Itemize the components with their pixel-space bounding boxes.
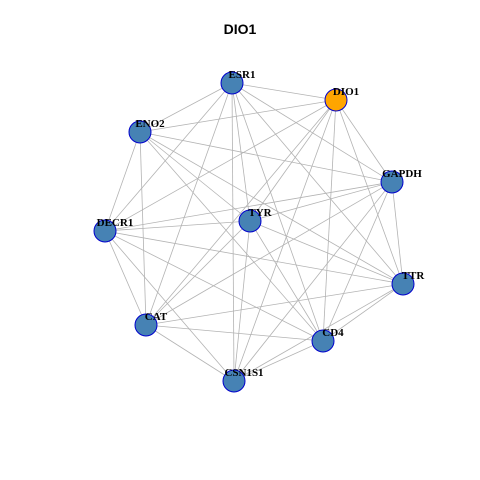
edge-tyr-cd4 <box>249 220 324 342</box>
edge-decr1-tyr <box>104 220 251 232</box>
edge-dio1-gapdh <box>335 99 393 183</box>
node-layer <box>93 71 415 393</box>
node-label-eno2: ENO2 <box>135 118 165 130</box>
node-label-csn1s1: CSN1S1 <box>224 367 263 379</box>
node-label-tyr: TYR <box>248 207 272 219</box>
node-dio1 <box>324 88 348 112</box>
edge-decr1-cd4 <box>104 230 324 342</box>
node-label-decr1: DECR1 <box>97 217 134 229</box>
edge-gapdh-decr1 <box>104 181 393 232</box>
edge-decr1-csn1s1 <box>104 230 235 382</box>
edge-esr1-cat <box>145 82 233 326</box>
edge-decr1-ttr <box>104 230 404 285</box>
node-label-dio1: DIO1 <box>333 86 359 98</box>
edge-cat-csn1s1 <box>145 324 235 382</box>
edge-layer <box>104 82 404 382</box>
edge-gapdh-cd4 <box>322 181 393 342</box>
edge-eno2-cd4 <box>139 131 324 342</box>
node-cat <box>134 313 158 337</box>
node-esr1 <box>220 71 244 95</box>
edge-tyr-ttr <box>249 220 404 285</box>
edge-eno2-decr1 <box>104 131 141 232</box>
edge-dio1-cd4 <box>322 99 337 342</box>
edge-tyr-csn1s1 <box>233 220 251 382</box>
node-tyr <box>238 209 262 233</box>
edge-gapdh-csn1s1 <box>233 181 393 382</box>
edge-esr1-csn1s1 <box>231 82 235 382</box>
node-gapdh <box>380 170 404 194</box>
edge-dio1-eno2 <box>139 99 337 133</box>
edge-dio1-ttr <box>335 99 404 285</box>
edge-cat-ttr <box>145 283 404 326</box>
edge-esr1-decr1 <box>104 82 233 232</box>
node-label-cd4: CD4 <box>322 327 344 339</box>
edge-esr1-ttr <box>231 82 404 285</box>
edge-eno2-gapdh <box>139 131 393 183</box>
edge-dio1-tyr <box>249 99 337 222</box>
node-label-ttr: TTR <box>402 270 426 282</box>
node-label-esr1: ESR1 <box>229 69 256 81</box>
edge-esr1-gapdh <box>231 82 393 183</box>
edge-cat-cd4 <box>145 324 324 342</box>
edge-dio1-decr1 <box>104 99 337 232</box>
graph-title: DIO1 <box>223 21 257 37</box>
edge-decr1-cat <box>104 230 147 326</box>
edge-eno2-ttr <box>139 131 404 285</box>
edge-tyr-cat <box>145 220 251 326</box>
node-ttr <box>391 272 415 296</box>
edge-eno2-tyr <box>139 131 251 222</box>
edge-gapdh-tyr <box>249 181 393 222</box>
edge-csn1s1-cd4 <box>233 340 324 382</box>
edge-dio1-cat <box>145 99 337 326</box>
node-decr1 <box>93 219 117 243</box>
node-label-cat: CAT <box>145 311 168 323</box>
edge-cd4-ttr <box>322 283 404 342</box>
edge-gapdh-cat <box>145 181 393 326</box>
edge-gapdh-ttr <box>391 181 404 285</box>
node-eno2 <box>128 120 152 144</box>
edge-esr1-cd4 <box>231 82 324 342</box>
edge-esr1-dio1 <box>231 82 337 101</box>
node-cd4 <box>311 329 335 353</box>
node-csn1s1 <box>222 369 246 393</box>
edge-esr1-eno2 <box>139 82 233 133</box>
node-label-gapdh: GAPDH <box>382 168 422 180</box>
